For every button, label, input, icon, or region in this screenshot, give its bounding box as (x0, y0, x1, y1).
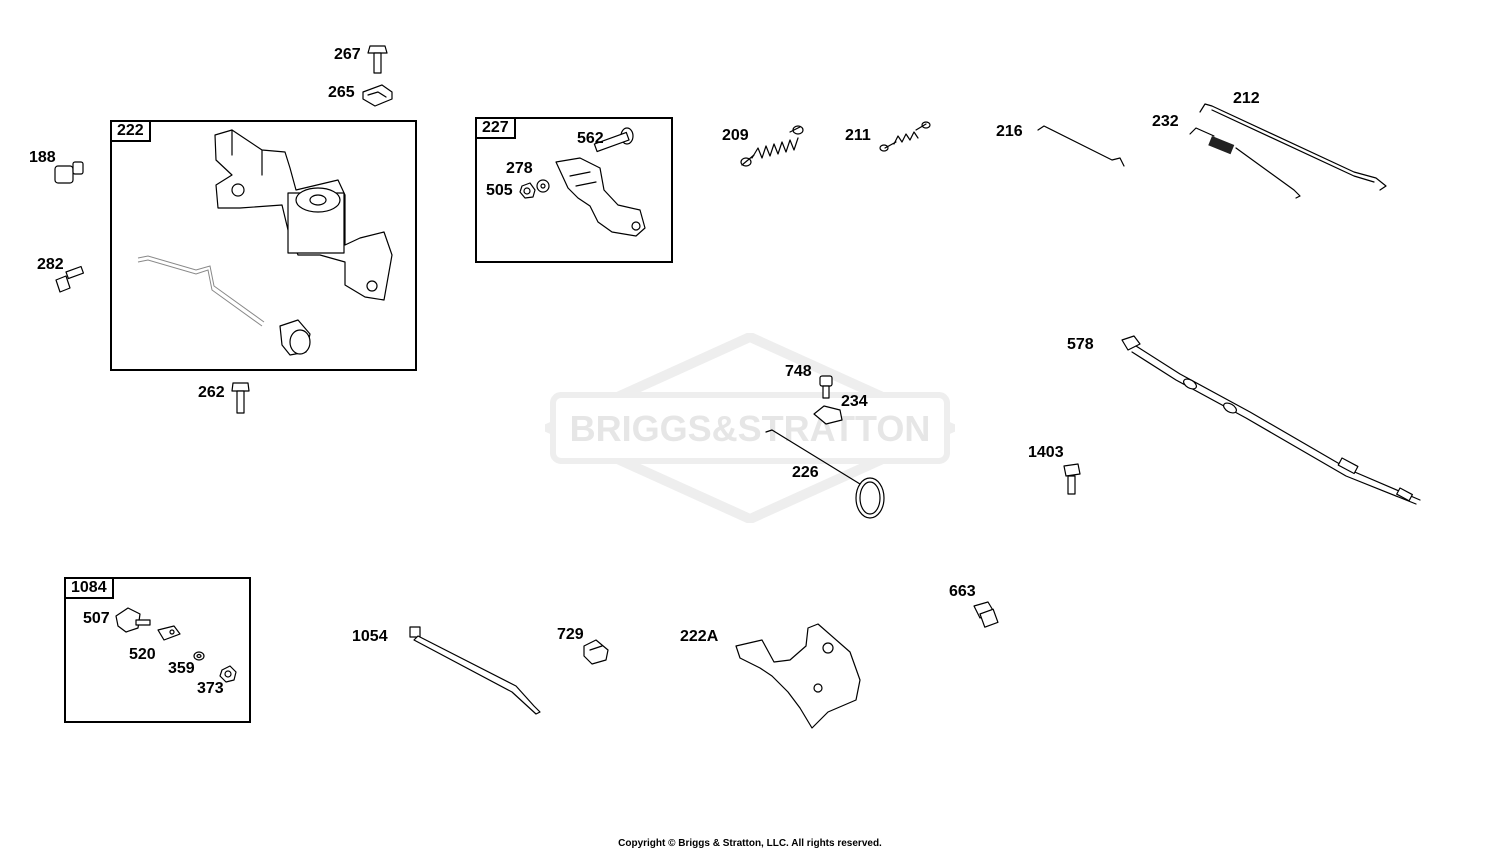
rod-212-drawing (1199, 103, 1387, 191)
part-label-359: 359 (168, 660, 195, 677)
assembly-box-227: 227 (475, 117, 673, 263)
rod-226-drawing (765, 429, 885, 519)
bracket-222A-drawing (735, 623, 861, 729)
briggs-stratton-watermark: BRIGGS&STRATTON (545, 333, 955, 523)
washer-278-drawing (536, 179, 550, 193)
part-label-278: 278 (506, 160, 533, 177)
box-label-222: 222 (110, 120, 151, 142)
screw-748-drawing (819, 375, 833, 399)
cable-tie-1054-drawing (409, 626, 541, 715)
pin-562-drawing (593, 127, 634, 153)
part-label-211: 211 (845, 127, 871, 144)
bolt-262-drawing (231, 382, 250, 414)
assembly-box-1084: 1084 (64, 577, 251, 723)
nut-188-drawing (54, 161, 84, 184)
assembly-box-222: 222 (110, 120, 417, 371)
nut-373-drawing (219, 665, 237, 683)
nut-505-drawing (519, 182, 536, 199)
bracket-222-drawing (137, 129, 393, 356)
bolt-1403-drawing (1063, 463, 1081, 495)
part-label-505: 505 (486, 182, 513, 199)
part-label-267: 267 (334, 46, 361, 63)
part-label-507: 507 (83, 610, 110, 627)
part-label-188: 188 (29, 149, 56, 166)
clip-265-drawing (362, 84, 393, 107)
spring-209-drawing (740, 125, 804, 167)
part-label-663: 663 (949, 583, 976, 600)
bracket-227-drawing (555, 157, 646, 237)
part-label-226: 226 (792, 464, 819, 481)
part-label-262: 262 (198, 384, 225, 401)
bolt-267-drawing (367, 45, 388, 74)
part-label-234: 234 (841, 393, 868, 410)
part-label-282: 282 (37, 256, 64, 273)
part-label-520: 520 (129, 646, 156, 663)
box-label-227: 227 (475, 117, 516, 139)
part-label-748: 748 (785, 363, 812, 380)
plug-663-drawing (973, 601, 999, 628)
spring-rod-232-drawing (1189, 127, 1301, 199)
cable-578-drawing (1121, 335, 1421, 505)
copyright-notice: Copyright © Briggs & Stratton, LLC. All … (618, 838, 882, 849)
spring-211-drawing (879, 121, 931, 152)
terminal-520-drawing (157, 625, 181, 641)
box-label-1084: 1084 (64, 577, 114, 599)
part-label-216: 216 (996, 123, 1023, 140)
part-label-578: 578 (1067, 336, 1094, 353)
connector-507-drawing (115, 607, 151, 633)
part-label-373: 373 (197, 680, 224, 697)
clip-234-drawing (813, 405, 843, 425)
part-label-212: 212 (1233, 90, 1260, 107)
clip-729-drawing (583, 639, 609, 665)
part-label-562: 562 (577, 130, 604, 147)
part-label-209: 209 (722, 127, 749, 144)
part-label-729: 729 (557, 626, 584, 643)
watermark-text: BRIGGS&STRATTON (570, 408, 931, 449)
part-label-265: 265 (328, 84, 355, 101)
part-label-232: 232 (1152, 113, 1179, 130)
part-label-1054: 1054 (352, 628, 388, 645)
screw-282-drawing (55, 265, 85, 293)
rod-216-drawing (1037, 125, 1125, 167)
washer-359-drawing (193, 651, 205, 661)
part-label-222A: 222A (680, 628, 719, 645)
part-label-1403: 1403 (1028, 444, 1064, 461)
